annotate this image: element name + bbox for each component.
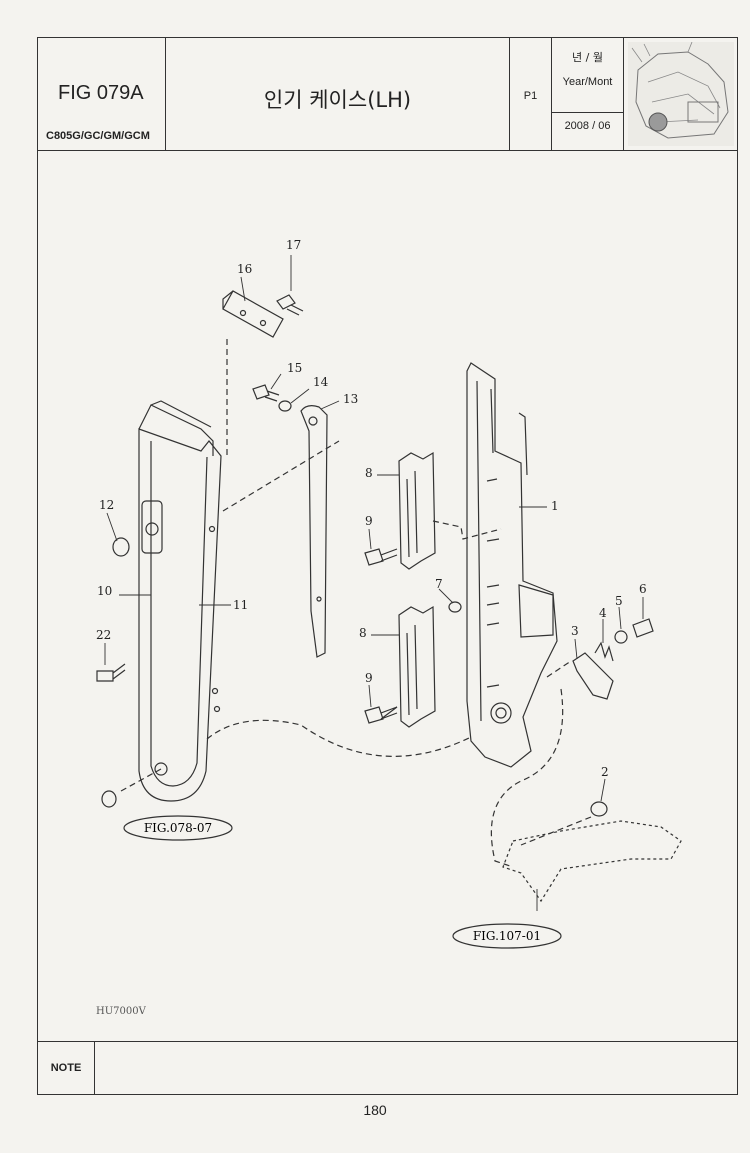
figure-cell: FIG 079A C805G/GC/GM/GCM: [38, 38, 166, 150]
part-2-label: 2: [601, 765, 609, 779]
year-month-label-en: Year/Mont: [562, 76, 613, 88]
guide-plate-8-lower: [398, 605, 436, 728]
part-5-label: 5: [615, 594, 623, 608]
year-month-label-kr: 년 / 월: [572, 51, 603, 64]
ref-right-label: FIG.107-01: [473, 929, 541, 943]
case-outer: [138, 428, 222, 802]
part-17-label: 17: [286, 238, 301, 252]
part-9-upper-label: 9: [365, 514, 373, 528]
case-top: [138, 404, 214, 456]
page-code: P1: [523, 90, 538, 102]
page-number: 180: [363, 1102, 387, 1118]
page-code-cell: P1: [510, 38, 552, 150]
part-14-label: 14: [313, 375, 329, 389]
main-frame-1: [466, 362, 558, 768]
date-value: 2008 / 06: [564, 120, 611, 132]
part-12-label: 12: [99, 498, 114, 512]
date-label-box: 년 / 월 Year/Mont: [552, 38, 623, 113]
ref-fig-078-07: FIG.078-07: [123, 815, 233, 841]
figure-number: FIG 079A: [58, 82, 144, 104]
cam-3: [572, 652, 614, 700]
part-9-lower-label: 9: [365, 671, 373, 685]
tension-arm-13: [300, 405, 328, 658]
part-10-label: 10: [97, 584, 112, 598]
part-3-label: 3: [571, 624, 579, 638]
note-label: NOTE: [38, 1042, 95, 1094]
part-number-labels: 17 16 15 14 13 12 10 11 22 8 9 8 9 7 1 3…: [96, 238, 647, 779]
part-8-lower-label: 8: [359, 626, 367, 640]
parts-sheet: FIG 079A C805G/GC/GM/GCM 인기 케이스(LH) P1 년…: [37, 37, 738, 1095]
case-inner: [150, 441, 208, 787]
bracket-16: [222, 290, 284, 338]
part-15-label: 15: [287, 361, 302, 375]
date-cell: 년 / 월 Year/Mont 2008 / 06: [552, 38, 624, 150]
note-row: NOTE: [38, 1041, 737, 1094]
part-6-label: 6: [639, 582, 647, 596]
part-7-label: 7: [435, 577, 443, 591]
part-1-label: 1: [551, 499, 559, 513]
model-list: C805G/GC/GM/GCM: [46, 130, 150, 142]
machine-thumbnail: [628, 42, 734, 146]
machine-thumbnail-cell: [624, 38, 737, 150]
exploded-parts-diagram: 17 16 15 14 13 12 10 11 22 8 9 8 9 7 1 3…: [96, 238, 682, 949]
guide-plate-8-upper: [398, 451, 436, 570]
ref-left-label: FIG.078-07: [144, 821, 212, 835]
part-22-label: 22: [96, 628, 111, 642]
header-block: FIG 079A C805G/GC/GM/GCM 인기 케이스(LH) P1 년…: [38, 38, 737, 151]
title-cell: 인기 케이스(LH): [166, 38, 510, 150]
ref-fig-107-01: FIG.107-01: [452, 923, 562, 949]
page-title: 인기 케이스(LH): [263, 88, 412, 112]
part-8-upper-label: 8: [365, 466, 373, 480]
part-16-label: 16: [237, 262, 252, 276]
part-13-label: 13: [343, 392, 358, 406]
drawing-code: HU7000V: [96, 1006, 146, 1017]
part-11-label: 11: [233, 598, 248, 612]
part-4-label: 4: [599, 606, 607, 620]
